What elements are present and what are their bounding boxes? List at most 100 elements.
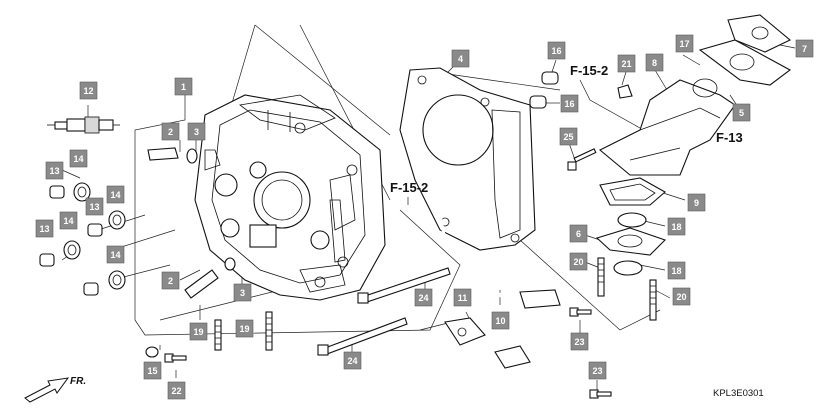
callout-24: 24 [343, 351, 362, 370]
callout-box [491, 311, 510, 330]
callout-box [59, 211, 78, 230]
callout-box [161, 122, 180, 141]
valve-guides [147, 147, 236, 299]
intake-manifold [599, 14, 792, 176]
callout-box [143, 361, 162, 380]
callout-box [187, 122, 206, 141]
callout-number: 4 [458, 54, 463, 64]
callout-box [732, 103, 751, 122]
callout-number: 1 [181, 82, 186, 92]
callout-box [45, 161, 64, 180]
callout-layer: 1223345678910111213131314141414151616171… [35, 34, 814, 400]
callout-box [667, 217, 686, 236]
callout-box [189, 322, 208, 341]
callout-box [343, 351, 362, 370]
air-pipe [436, 204, 581, 392]
callout-number: 22 [171, 386, 181, 396]
callout-19: 19 [189, 322, 208, 341]
leader-lines [61, 24, 796, 390]
callout-number: 16 [564, 99, 574, 109]
callout-13: 13 [45, 161, 64, 180]
callout-number: 12 [83, 86, 93, 96]
callout-2: 2 [161, 271, 180, 290]
callout-number: 8 [652, 58, 657, 68]
callout-box [559, 127, 578, 146]
callout-number: 21 [621, 59, 631, 69]
callout-box [675, 34, 694, 53]
callout-18: 18 [667, 261, 686, 280]
callout-6: 6 [569, 224, 588, 243]
callout-16: 16 [560, 94, 579, 113]
callout-15: 15 [143, 361, 162, 380]
callout-number: 17 [679, 39, 689, 49]
callout-box [667, 261, 686, 280]
manifold-gaskets [595, 177, 667, 276]
callout-box [167, 381, 186, 400]
callout-number: 6 [576, 229, 581, 239]
front-direction-label: FR. [70, 376, 86, 387]
callout-8: 8 [645, 53, 664, 72]
callout-number: 20 [676, 292, 686, 302]
long-bolts [317, 267, 451, 356]
callout-number: 18 [671, 222, 681, 232]
callout-number: 15 [147, 366, 157, 376]
callout-number: 14 [110, 250, 120, 260]
callout-number: 5 [739, 108, 744, 118]
cylinder-head [194, 94, 386, 301]
callout-number: 23 [592, 366, 602, 376]
callout-box [617, 54, 636, 73]
callout-box [795, 39, 814, 58]
callout-box [233, 283, 252, 302]
callout-9: 9 [687, 193, 706, 212]
callout-box [161, 271, 180, 290]
callout-number: 19 [193, 327, 203, 337]
callout-box [547, 41, 566, 60]
reference-label-f15-2-top: F-15-2 [570, 63, 608, 78]
drawing-code: KPL3E0301 [713, 388, 764, 399]
callout-box [672, 287, 691, 306]
callout-box [453, 288, 472, 307]
reference-label-f15-2-left: F-15-2 [390, 180, 428, 195]
spark-plug [47, 116, 120, 134]
callout-number: 2 [168, 127, 173, 137]
callout-number: 14 [110, 190, 120, 200]
callout-13: 13 [35, 219, 54, 238]
callout-box [85, 197, 104, 216]
callout-number: 3 [194, 127, 199, 137]
callout-24: 24 [414, 288, 433, 307]
callout-box [69, 149, 88, 168]
callout-number: 23 [574, 337, 584, 347]
callout-23: 23 [570, 332, 589, 351]
callout-box [79, 81, 98, 100]
callout-16: 16 [547, 41, 566, 60]
callout-number: 7 [802, 44, 807, 54]
callout-box [414, 288, 433, 307]
callout-box [570, 332, 589, 351]
studs [214, 311, 273, 351]
callout-box [106, 185, 125, 204]
callout-box [569, 224, 588, 243]
front-direction-arrow [24, 377, 70, 403]
washer-bolt [145, 346, 187, 363]
callout-number: 13 [39, 224, 49, 234]
callout-number: 16 [551, 46, 561, 56]
callout-5: 5 [732, 103, 751, 122]
callout-10: 10 [491, 311, 510, 330]
callout-14: 14 [106, 245, 125, 264]
bolts [567, 148, 612, 399]
callout-number: 24 [347, 356, 357, 366]
callout-13: 13 [85, 197, 104, 216]
callout-number: 9 [694, 198, 699, 208]
callout-number: 13 [49, 166, 59, 176]
callout-20: 20 [672, 287, 691, 306]
callout-4: 4 [451, 49, 470, 68]
callout-number: 19 [239, 324, 249, 334]
callout-21: 21 [617, 54, 636, 73]
callout-7: 7 [795, 39, 814, 58]
callout-box [35, 219, 54, 238]
collars [529, 71, 559, 109]
callout-number: 24 [418, 293, 428, 303]
callout-1: 1 [174, 77, 193, 96]
